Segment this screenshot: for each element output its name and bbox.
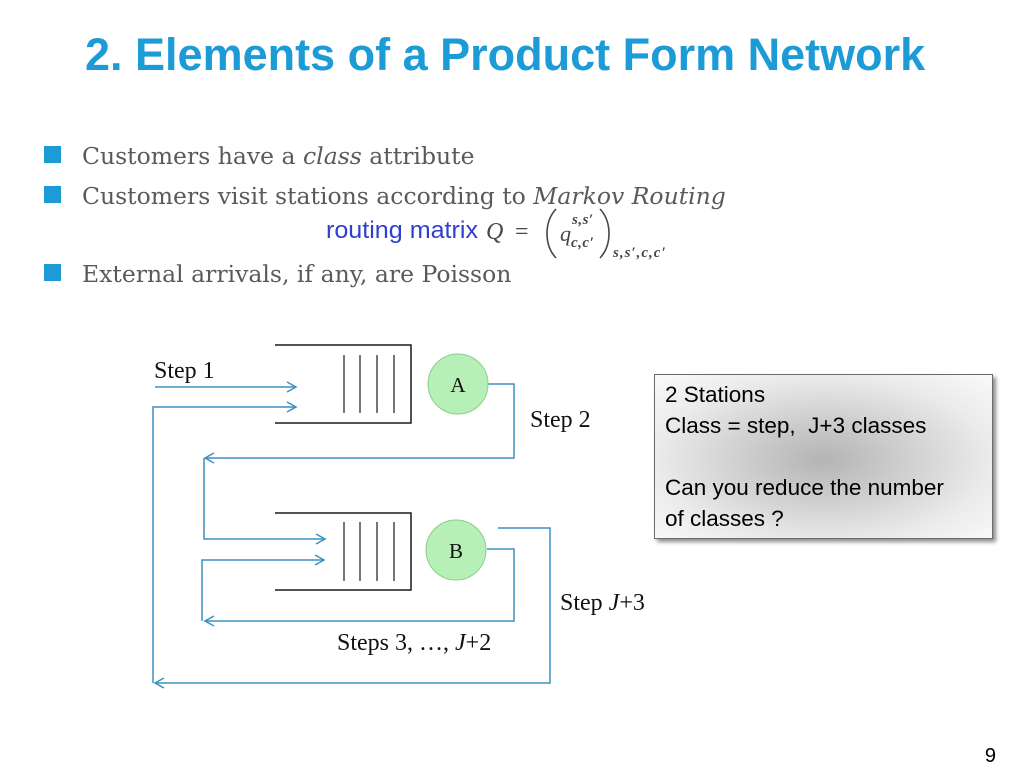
station-b-label: B bbox=[449, 539, 463, 563]
note-question-line: of classes ? bbox=[665, 506, 784, 531]
matrix-symbol: Q bbox=[486, 219, 503, 245]
square-bullet-icon bbox=[44, 146, 61, 163]
station-a-server bbox=[427, 353, 489, 415]
arrow-station-b-feedback-out bbox=[203, 548, 515, 627]
bullet-text: Customers have a class attribute bbox=[82, 142, 474, 170]
queue-b-buffer bbox=[275, 512, 412, 591]
arrow-station-b-return-loop bbox=[153, 527, 551, 689]
bullet-item-external-arrivals: External arrivals, if any, are Poisson bbox=[44, 260, 744, 288]
station-b-server bbox=[425, 519, 487, 581]
label-step-2: Step 2 bbox=[530, 407, 591, 433]
arrow-station-b-feedback-in bbox=[201, 554, 326, 621]
bullet-item-class-attribute: Customers have a class attribute bbox=[44, 142, 744, 170]
label-steps-middle-variable: J bbox=[455, 630, 467, 656]
label-step-last-prefix: Step bbox=[560, 590, 609, 616]
label-step-last: Step J+3 bbox=[560, 590, 645, 616]
entry-subscript: c,c′ bbox=[571, 235, 594, 251]
equals-sign: = bbox=[515, 219, 529, 245]
routing-matrix-label: routing matrix bbox=[326, 217, 478, 244]
page-number: 9 bbox=[984, 745, 996, 767]
label-step-1: Step 1 bbox=[154, 358, 215, 384]
bullet-text-plain: attribute bbox=[361, 142, 475, 170]
note-box: 2 Stations Class = step, J+3 classes Can… bbox=[654, 374, 993, 539]
arrow-station-a-out bbox=[203, 383, 515, 464]
note-blank-line bbox=[665, 441, 992, 472]
bullet-text: Customers visit stations according to Ma… bbox=[82, 182, 726, 210]
slide-title: 2. Elements of a Product Form Network bbox=[85, 29, 926, 80]
queueing-network-diagram: A B Step 1 Step 2 Step J+3 Steps 3, …, J… bbox=[152, 344, 645, 689]
note-line-stations: 2 Stations bbox=[665, 382, 766, 407]
label-step-last-variable: J bbox=[609, 590, 621, 616]
square-bullet-icon bbox=[44, 186, 61, 203]
arrow-into-station-b bbox=[203, 458, 327, 545]
label-step-last-suffix: +3 bbox=[619, 590, 645, 616]
note-question-line: Can you reduce the number bbox=[665, 475, 944, 500]
entry-superscript: s,s′ bbox=[571, 212, 594, 228]
bullet-text: External arrivals, if any, are Poisson bbox=[82, 260, 512, 288]
bullet-text-plain: Customers visit stations according to bbox=[82, 182, 534, 210]
routing-matrix-formula: routing matrix Q = q s,s′ c,c′ s,s′,c,c′ bbox=[326, 208, 667, 261]
bullet-text-emphasis: Markov Routing bbox=[533, 182, 726, 210]
station-a-label: A bbox=[450, 373, 466, 397]
index-subscript: s,s′,c,c′ bbox=[612, 245, 667, 261]
matrix-entry: q bbox=[560, 221, 571, 246]
label-steps-middle-suffix: +2 bbox=[466, 630, 492, 656]
label-steps-middle-prefix: Steps 3, …, bbox=[337, 630, 455, 656]
bullet-item-markov-routing: Customers visit stations according to Ma… bbox=[44, 182, 744, 210]
bullet-text-plain: Customers have a bbox=[82, 142, 304, 170]
bullet-text-emphasis: class bbox=[303, 142, 362, 170]
label-steps-middle: Steps 3, …, J+2 bbox=[337, 630, 491, 656]
arrow-return-to-station-a bbox=[152, 401, 298, 683]
queue-a-buffer bbox=[275, 344, 412, 424]
right-parenthesis bbox=[599, 208, 610, 259]
square-bullet-icon bbox=[44, 264, 61, 281]
note-line-classes: Class = step, J+3 classes bbox=[665, 413, 927, 438]
left-parenthesis bbox=[546, 208, 557, 259]
